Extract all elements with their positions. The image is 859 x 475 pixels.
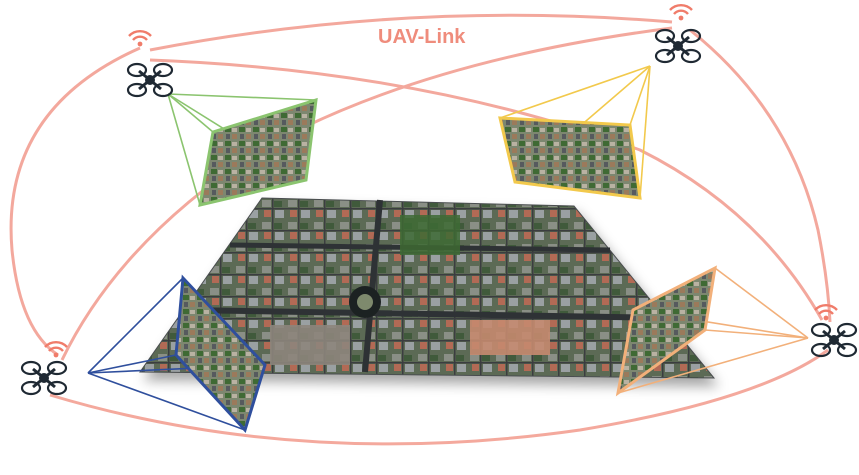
- uav-bottom-right: [810, 303, 858, 358]
- uav-top-left: [126, 29, 174, 98]
- wifi-icon: [127, 29, 153, 48]
- drone-icon: [810, 322, 858, 358]
- wifi-icon: [668, 3, 694, 22]
- drone-icon: [20, 360, 68, 396]
- uav-link-title: UAV-Link: [378, 26, 466, 48]
- uav-bottom-left: [20, 340, 69, 396]
- link-tr-br: [689, 28, 832, 323]
- uav-bottom-right-view: [615, 265, 809, 397]
- city-map-image: [139, 197, 716, 379]
- link-tl-bl: [9, 46, 141, 357]
- uav-top-left-view: [167, 93, 318, 207]
- uav-bottom-left-view: [87, 274, 267, 433]
- uav-top-right-view: [498, 65, 651, 200]
- link-bl-br: [49, 348, 829, 446]
- drone-icon: [654, 28, 702, 64]
- drone-icon: [126, 62, 174, 98]
- link-tl-tr: [149, 13, 673, 52]
